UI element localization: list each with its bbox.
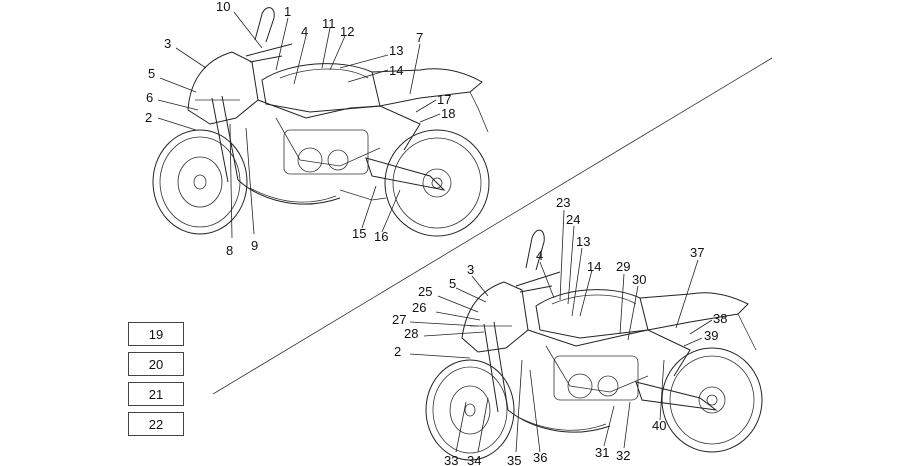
callout-label: 6 [146, 90, 153, 105]
callout-label: 31 [595, 445, 609, 460]
callout-label: 30 [632, 272, 646, 287]
legend-box: 20 [128, 352, 184, 376]
callout-label: 12 [340, 24, 354, 39]
callout-label: 33 [444, 453, 458, 466]
callout-label: 40 [652, 418, 666, 433]
callout-label: 29 [616, 259, 630, 274]
callout-label: 24 [566, 212, 580, 227]
divider-line [212, 57, 773, 395]
callout-label: 34 [467, 453, 481, 466]
callout-label: 15 [352, 226, 366, 241]
callout-label: 14 [389, 63, 403, 78]
motorcycle-lower [425, 229, 763, 461]
callout-label: 3 [467, 262, 474, 277]
callout-label: 36 [533, 450, 547, 465]
callout-label: 28 [404, 326, 418, 341]
callout-label: 7 [416, 30, 423, 45]
callout-label: 35 [507, 453, 521, 466]
callout-label: 2 [145, 110, 152, 125]
lower-leaders [409, 209, 713, 453]
motorcycle-upper [152, 7, 490, 237]
callout-label: 10 [216, 0, 230, 14]
callout-label: 23 [556, 195, 570, 210]
callout-label: 4 [301, 24, 308, 39]
callout-label: 32 [616, 448, 630, 463]
callout-label: 27 [392, 312, 406, 327]
callout-label: 25 [418, 284, 432, 299]
legend-box: 19 [128, 322, 184, 346]
legend-box-label: 22 [148, 416, 164, 432]
lower-callouts: 23 24 13 4 14 29 30 37 3 25 5 26 38 27 2… [392, 195, 727, 466]
callout-label: 18 [441, 106, 455, 121]
callout-label: 26 [412, 300, 426, 315]
callout-label: 5 [148, 66, 155, 81]
legend-box-label: 19 [148, 326, 164, 342]
callout-label: 16 [374, 229, 388, 244]
legend-box: 21 [128, 382, 184, 406]
legend-box: 22 [128, 412, 184, 436]
callout-label: 9 [251, 238, 258, 253]
callout-label: 39 [704, 328, 718, 343]
legend-box-label: 20 [148, 356, 164, 372]
upper-leaders [157, 11, 441, 239]
legend-box-label: 21 [148, 386, 164, 402]
callout-label: 17 [437, 92, 451, 107]
callout-label: 4 [536, 248, 543, 263]
callout-label: 2 [394, 344, 401, 359]
callout-label: 13 [389, 43, 403, 58]
callout-label: 1 [284, 4, 291, 19]
callout-label: 13 [576, 234, 590, 249]
upper-callouts: 10 1 4 11 12 3 13 14 7 5 17 6 18 2 15 16… [145, 0, 455, 258]
callout-label: 38 [713, 311, 727, 326]
callout-label: 37 [690, 245, 704, 260]
callout-label: 14 [587, 259, 601, 274]
callout-label: 8 [226, 243, 233, 258]
callout-label: 11 [322, 16, 336, 31]
callout-label: 5 [449, 276, 456, 291]
callout-label: 3 [164, 36, 171, 51]
